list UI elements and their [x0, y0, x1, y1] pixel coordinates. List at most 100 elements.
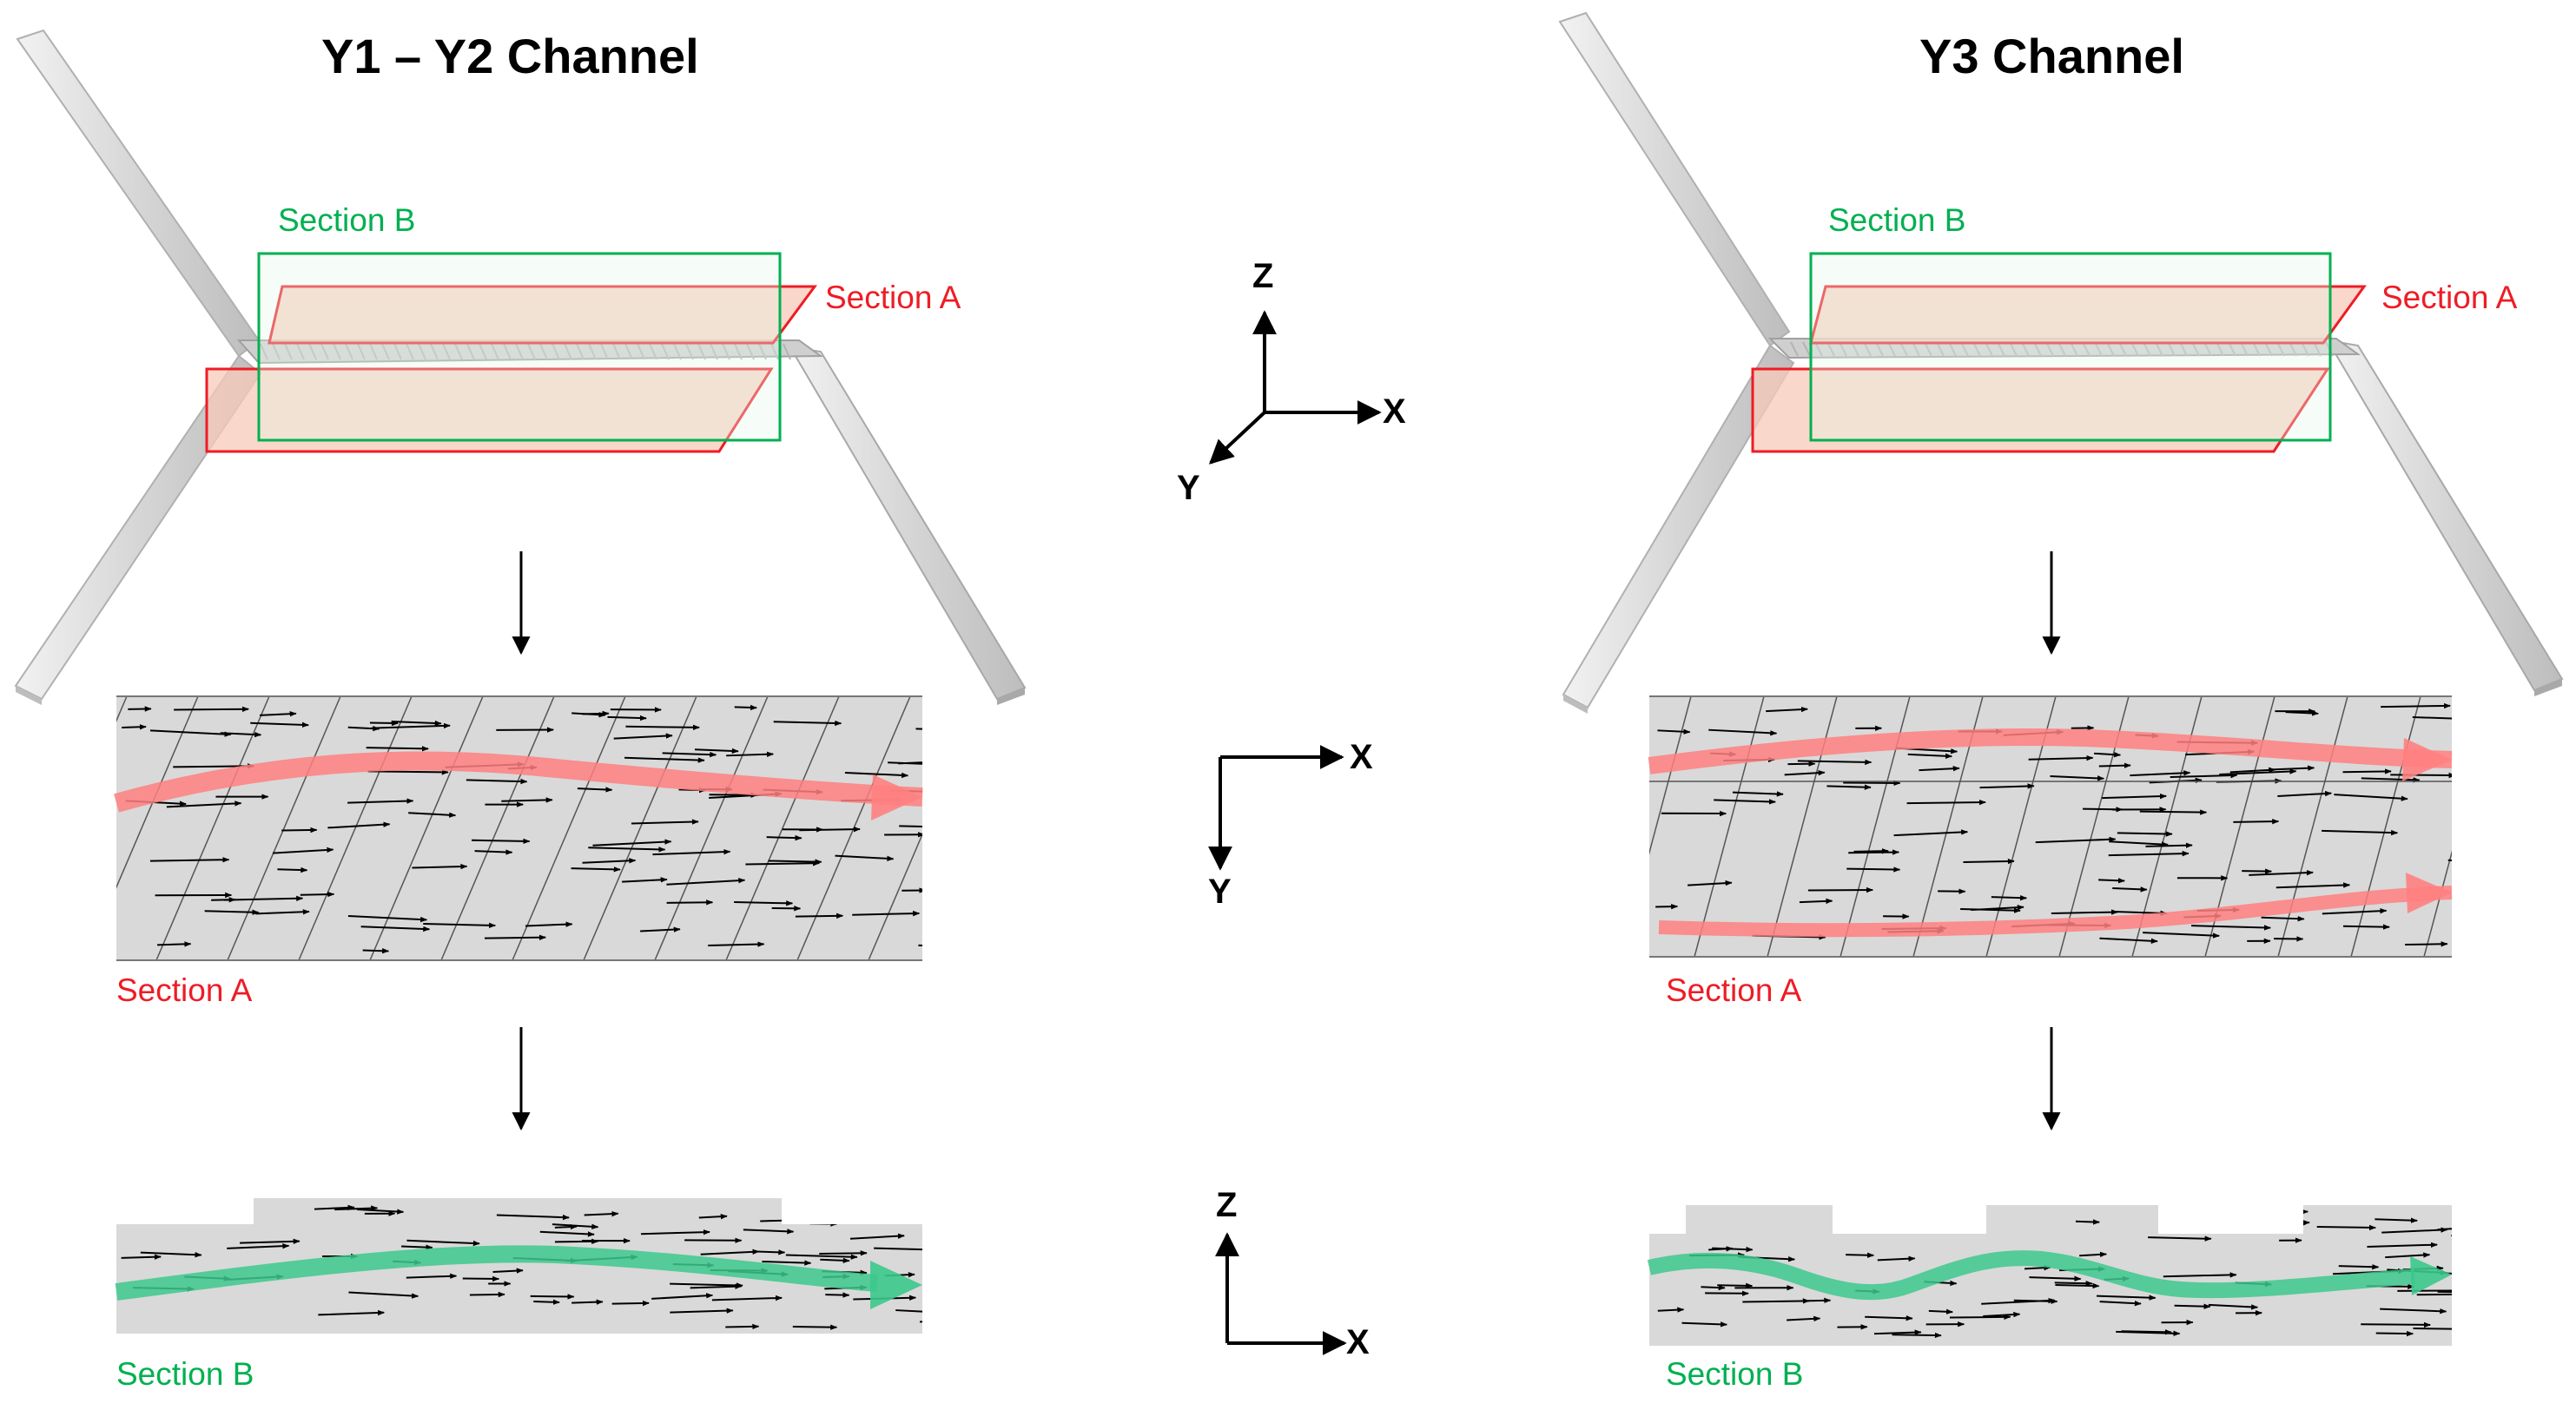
right-section-b-plot: [1649, 1205, 2504, 1346]
left-section-b-caption: Section B: [116, 1356, 254, 1393]
velocity-vector: [2145, 846, 2192, 847]
velocity-vector: [571, 868, 620, 869]
axis-label-y-3d: Y: [1177, 469, 1200, 508]
axis-label-z-xz: Z: [1216, 1186, 1237, 1225]
velocity-vector: [1892, 1334, 1941, 1335]
velocity-vector: [1717, 1285, 1752, 1286]
axis-label-x-xz: X: [1346, 1323, 1370, 1362]
velocity-vector: [571, 1301, 603, 1302]
velocity-vector: [555, 1227, 577, 1228]
velocity-vector: [485, 938, 545, 939]
velocity-vector: [667, 902, 713, 903]
axis-label-y-xy: Y: [1208, 873, 1232, 912]
left-section-a-plot: [0, 696, 1195, 960]
velocity-vector: [2317, 1227, 2375, 1228]
velocity-vector: [1655, 906, 1677, 907]
axis-label-x-3d: X: [1383, 392, 1406, 432]
velocity-vector: [2381, 706, 2450, 707]
velocity-vector: [2264, 1211, 2308, 1213]
velocity-vector: [916, 728, 990, 731]
velocity-vector: [2175, 1306, 2210, 1307]
velocity-vector: [533, 1301, 559, 1302]
velocity-vector: [1991, 897, 2026, 898]
axis-label-x-xy: X: [1350, 738, 1373, 777]
velocity-vector: [625, 727, 699, 728]
mesh-line: [1082, 696, 1195, 960]
velocity-vector: [1853, 851, 1888, 852]
velocity-vector: [2259, 1222, 2309, 1225]
velocity-vector: [612, 1303, 649, 1304]
velocity-vector: [767, 837, 802, 838]
velocity-vector: [820, 1260, 849, 1261]
velocity-vector: [754, 1251, 785, 1252]
velocity-vector: [1907, 802, 1986, 803]
axis-label-z-3d: Z: [1252, 257, 1273, 296]
velocity-vector: [2140, 812, 2207, 813]
velocity-vector: [2339, 1266, 2379, 1267]
right-3d-channel: [1560, 13, 2562, 714]
left-section-a-caption: Section A: [116, 972, 252, 1009]
right-section-a-caption: Section A: [1666, 972, 1801, 1009]
velocity-vector: [2233, 821, 2278, 822]
mesh-line: [14, 696, 127, 960]
mesh-line: [940, 696, 1053, 960]
velocity-vector: [769, 860, 822, 861]
velocity-vector: [819, 1253, 867, 1254]
velocity-vector: [122, 727, 146, 728]
velocity-vector: [734, 902, 792, 903]
velocity-vector: [1808, 890, 1873, 891]
velocity-vector: [531, 1296, 574, 1297]
right-3d-section-a-label: Section A: [2381, 280, 2517, 316]
left-panel-title: Y1 – Y2 Channel: [321, 28, 699, 84]
velocity-vector: [370, 722, 398, 723]
velocity-vector: [1963, 861, 2014, 862]
right-3d-section-b-label: Section B: [1828, 202, 1965, 239]
right-panel-title: Y3 Channel: [1919, 28, 2184, 84]
velocity-vector: [2343, 926, 2389, 927]
velocity-vector: [401, 1247, 433, 1248]
right-section-b-caption: Section B: [1666, 1356, 1803, 1393]
axes-xy: [1220, 757, 1342, 868]
velocity-vector: [2376, 1333, 2414, 1334]
velocity-vector: [1950, 1317, 2011, 1318]
velocity-vector: [2390, 774, 2454, 775]
velocity-vector: [301, 894, 334, 895]
left-3d-section-a-label: Section A: [825, 280, 961, 316]
velocity-vector: [122, 1256, 162, 1257]
velocity-vector: [1929, 1311, 1952, 1312]
velocity-vector: [2343, 771, 2392, 772]
velocity-vector: [1846, 869, 1899, 870]
velocity-vector: [725, 1327, 758, 1328]
velocity-vector: [608, 717, 647, 718]
velocity-vector: [2055, 1285, 2098, 1286]
velocity-vector: [368, 771, 448, 772]
velocity-vector: [1923, 1230, 1962, 1231]
mesh-line: [2570, 696, 2576, 957]
velocity-vector: [2448, 860, 2528, 865]
mesh-line: [1476, 696, 1545, 957]
velocity-vector: [281, 830, 316, 831]
velocity-vector: [174, 709, 248, 710]
velocity-vector: [2413, 1328, 2473, 1329]
mesh-line: [1011, 696, 1124, 960]
velocity-vector: [2055, 1282, 2092, 1283]
velocity-vector: [363, 951, 389, 952]
velocity-vector: [2242, 871, 2271, 872]
left-3d-section-b-label: Section B: [278, 202, 415, 239]
velocity-vector: [277, 869, 307, 870]
velocity-vector: [157, 944, 190, 945]
velocity-vector: [2361, 1324, 2430, 1325]
mesh-line: [2497, 696, 2566, 957]
mesh-line: [1549, 696, 1618, 957]
velocity-vector: [920, 1321, 949, 1322]
mesh-line: [0, 696, 56, 960]
velocity-vector: [2121, 1331, 2171, 1332]
velocity-vector: [796, 916, 842, 917]
axis-y-arrow: [1211, 412, 1265, 463]
velocity-vector: [855, 1209, 889, 1210]
velocity-vector: [745, 863, 819, 864]
axes-xyz: [1211, 313, 1379, 463]
velocity-vector: [735, 707, 756, 708]
axes-xz: [1227, 1235, 1344, 1343]
